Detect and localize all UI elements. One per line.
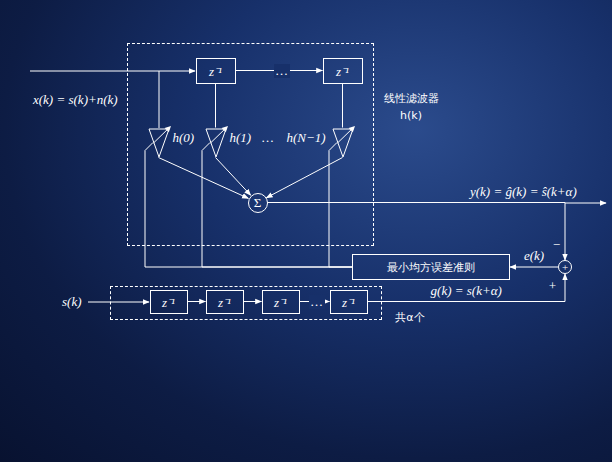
sum-node: Σ (248, 193, 268, 213)
ellipsis: … (309, 295, 325, 309)
gain-symbol (332, 128, 354, 158)
adjust-arrow (210, 128, 225, 142)
node-label: z⁻¹ (342, 293, 355, 311)
delay-block: z⁻¹ (323, 58, 363, 84)
connector (329, 143, 352, 268)
node-label: z⁻¹ (162, 293, 175, 311)
output-wire (565, 203, 606, 204)
signal-name: e(k) (524, 249, 544, 263)
connector (268, 203, 566, 261)
adjust-arrowhead (348, 126, 354, 132)
node-label: 最小均方误差准则 (387, 260, 475, 275)
connector (342, 84, 343, 128)
ellipsis: … (262, 131, 274, 145)
connector (510, 267, 558, 268)
node-label: z⁻¹ (274, 293, 287, 311)
reference-input-wire (88, 302, 149, 303)
filter-boundary: 线性滤波器 h(k)z⁻¹z⁻¹h(0)h(1)h(N−1)Σ (127, 43, 374, 246)
triangle-outline (206, 129, 226, 157)
node-label: z⁻¹ (209, 62, 222, 80)
delay-block: z⁻¹ (206, 290, 244, 314)
tap-wire (159, 71, 160, 128)
triangle-outline (149, 129, 169, 157)
connector (215, 84, 216, 128)
connector (216, 158, 251, 196)
sign-mark: − (552, 238, 561, 252)
signal-name: x(k) = s(k)+n(k) (33, 93, 118, 107)
gain-symbol (205, 128, 227, 158)
weight-triangle: h(0) (148, 128, 170, 158)
weight-label: h(0) (173, 130, 195, 146)
group-label: 线性滤波器 h(k) (378, 90, 444, 124)
connector (188, 301, 206, 302)
connector (202, 143, 352, 268)
node-label: Σ (254, 196, 262, 209)
adjust-arrowhead (221, 126, 227, 132)
delay-chain-boundary: 共α个z⁻¹z⁻¹z⁻¹z⁻¹ (110, 286, 382, 320)
connector (244, 301, 262, 302)
connector (368, 274, 566, 302)
node-label: z⁻¹ (218, 293, 231, 311)
weight-label: h(N−1) (286, 130, 325, 146)
weight-label: h(1) (230, 130, 252, 146)
adjust-arrowhead (164, 126, 170, 132)
group-label: 共α个 (385, 309, 435, 326)
delay-block: z⁻¹ (262, 290, 300, 314)
connector (266, 158, 342, 198)
signal-name: s(k) (62, 295, 82, 309)
ellipsis: … (274, 64, 290, 78)
criterion-box: 最小均方误差准则 (352, 254, 510, 280)
delay-block: z⁻¹ (150, 290, 188, 314)
signal-name: g(k) = s(k+α) (431, 284, 502, 298)
triangle-outline (333, 129, 353, 157)
adjust-arrow (337, 128, 352, 142)
weight-triangle: h(N−1) (332, 128, 354, 158)
adjust-arrow (153, 128, 168, 142)
gain-symbol (148, 128, 170, 158)
connector (145, 143, 352, 268)
sign-mark: + (548, 279, 557, 293)
delay-block: z⁻¹ (330, 290, 368, 314)
node-label: z⁻¹ (336, 62, 349, 80)
adder-node: + (558, 260, 572, 274)
node-label: + (562, 262, 568, 273)
signal-name: y(k) = ĝ(k) = ŝ(k+α) (470, 185, 577, 199)
weight-triangle: h(1) (205, 128, 227, 158)
input-wire (30, 71, 195, 72)
delay-block: z⁻¹ (196, 58, 236, 84)
